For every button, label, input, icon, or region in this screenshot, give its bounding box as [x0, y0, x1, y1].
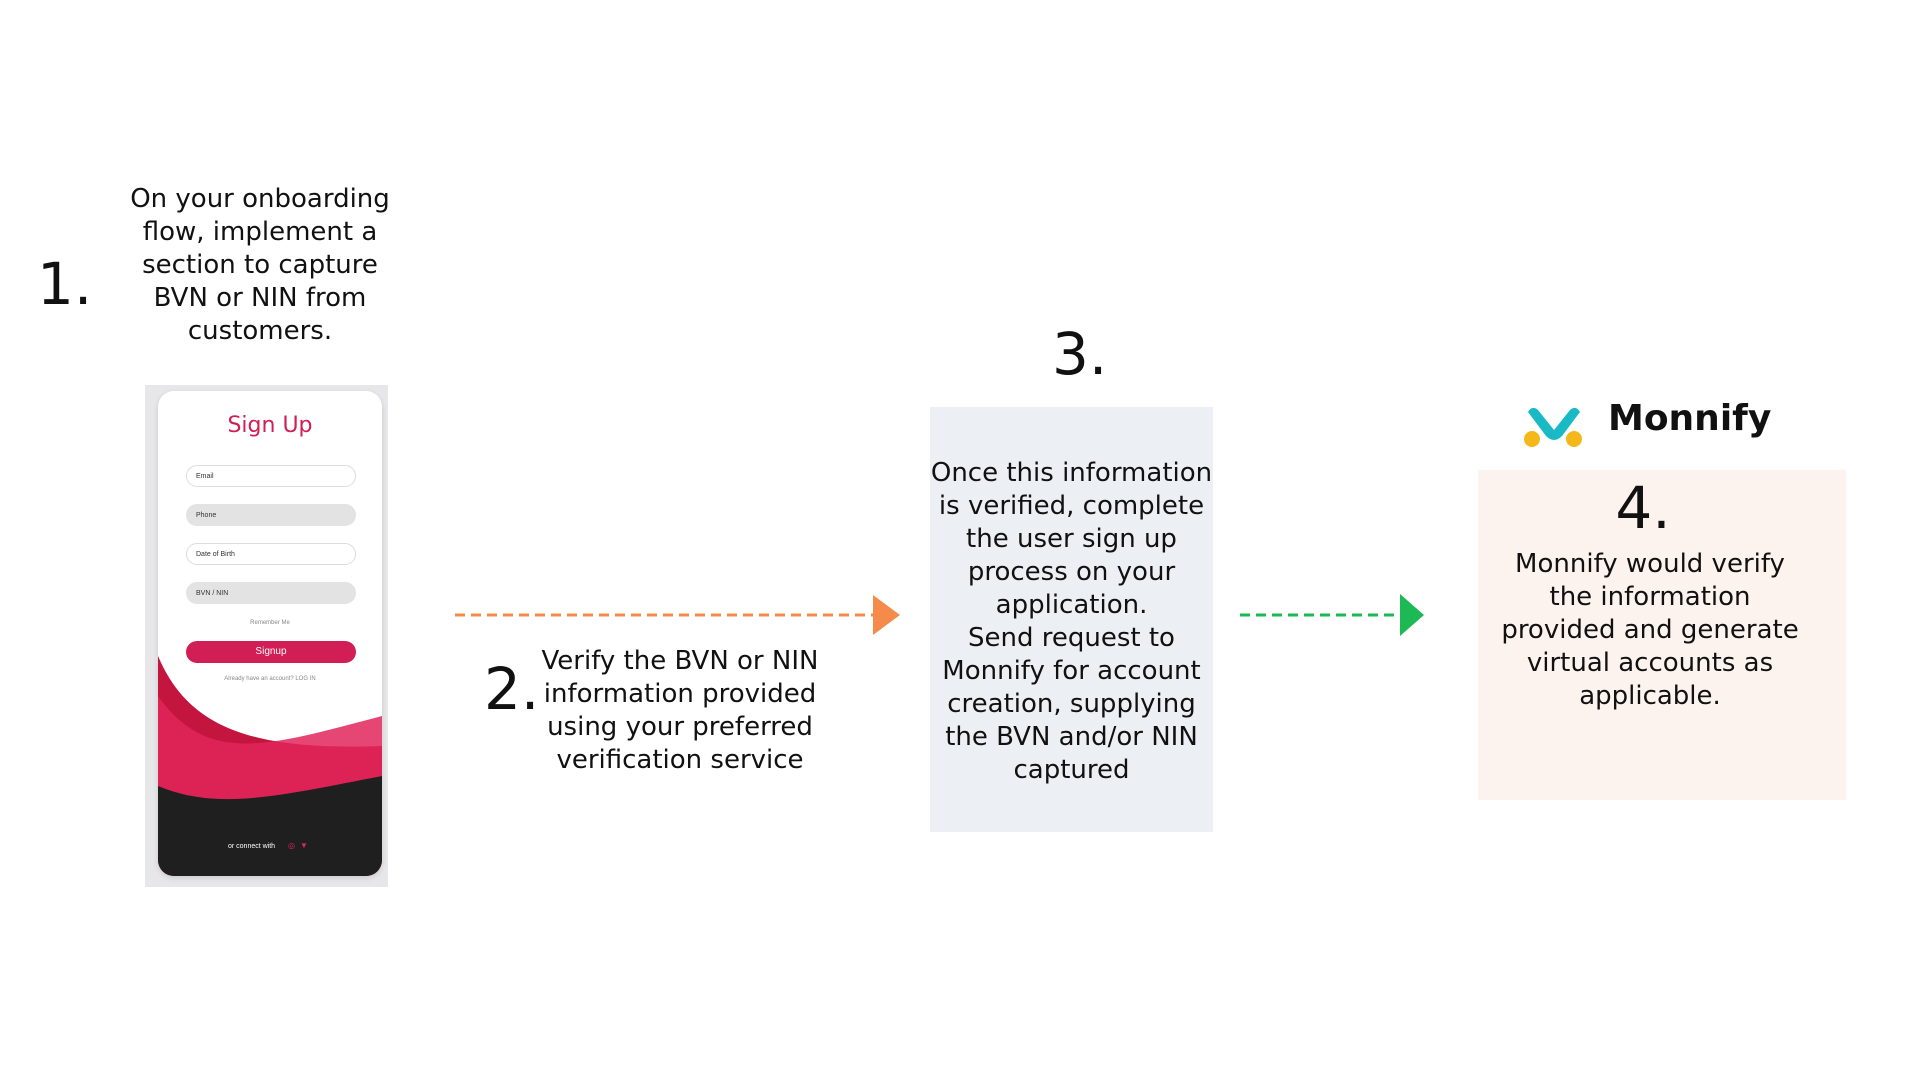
step-4-number: 4. — [1615, 474, 1671, 542]
step-3-box: Once this information is verified, compl… — [930, 407, 1213, 832]
arrow-step-2 — [455, 595, 900, 635]
step-1-line: On your onboarding — [130, 184, 390, 214]
date-of-birth-field[interactable]: Date of Birth — [186, 543, 356, 565]
step-1-line: section to capture — [142, 250, 378, 280]
monnify-logo-icon — [1524, 407, 1582, 447]
step-3-line: captured — [1013, 755, 1130, 785]
step-2-line: Verify the BVN or NIN — [541, 646, 819, 676]
step-4-description: Monnify would verify the information pro… — [1438, 548, 1840, 713]
step-3-line: Once this information — [930, 458, 1213, 488]
remember-me-checkbox[interactable]: Remember Me — [250, 620, 290, 626]
phone-field[interactable]: Phone — [186, 504, 356, 526]
step-1-line: customers. — [187, 316, 333, 346]
step-2-number: 2. — [484, 655, 540, 723]
step-4-box: 4. Monnify would verify the information … — [1478, 470, 1846, 800]
step-3-line: the user sign up — [966, 524, 1177, 554]
step-3-number: 3. — [1052, 320, 1108, 388]
signup-title: Sign Up — [227, 413, 313, 438]
step-4-line: virtual accounts as — [1526, 648, 1774, 678]
step-3-line: the BVN and/or NIN — [945, 722, 1198, 752]
step-3-description: Once this information is verified, compl… — [930, 457, 1213, 787]
step-1-line: flow, implement a — [142, 217, 378, 247]
step-3-line: application. — [995, 590, 1148, 620]
step-3-line: Monnify for account — [942, 656, 1201, 686]
login-link[interactable]: Already have an account? LOG IN — [224, 676, 316, 682]
phone-mockup: Sign Up Email Phone Date of Birth BVN / … — [158, 391, 382, 876]
signup-button[interactable]: Signup — [186, 641, 356, 663]
twitter-icon[interactable]: ▼ — [300, 841, 308, 850]
bvn-nin-field[interactable]: BVN / NIN — [186, 582, 356, 604]
step-3-line: creation, supplying — [947, 689, 1196, 719]
connect-with-label: or connect with — [228, 843, 276, 850]
step-2-description: Verify the BVN or NIN information provid… — [530, 645, 830, 777]
arrow-step-4 — [1240, 594, 1424, 636]
step-2-line: verification service — [556, 745, 804, 775]
monnify-brand-name: Monnify — [1608, 398, 1772, 439]
step-4-line: applicable. — [1579, 681, 1721, 711]
step-3-line: Send request to — [968, 623, 1175, 653]
step-4-line: the information — [1549, 582, 1751, 612]
phone-wave-graphic — [158, 656, 382, 876]
step-1-line: BVN or NIN from — [153, 283, 367, 313]
step-3-line: is verified, complete — [938, 491, 1205, 521]
step-4-line: Monnify would verify — [1515, 549, 1785, 579]
step-4-line: provided and generate — [1501, 615, 1799, 645]
step-2-line: using your preferred — [547, 712, 813, 742]
instagram-icon[interactable]: ◎ — [288, 841, 295, 850]
step-1-description: On your onboarding flow, implement a sec… — [120, 183, 400, 348]
step-2-line: information provided — [543, 679, 817, 709]
step-1-number: 1. — [37, 250, 93, 318]
email-field[interactable]: Email — [186, 465, 356, 487]
step-3-line: process on your — [967, 557, 1176, 587]
